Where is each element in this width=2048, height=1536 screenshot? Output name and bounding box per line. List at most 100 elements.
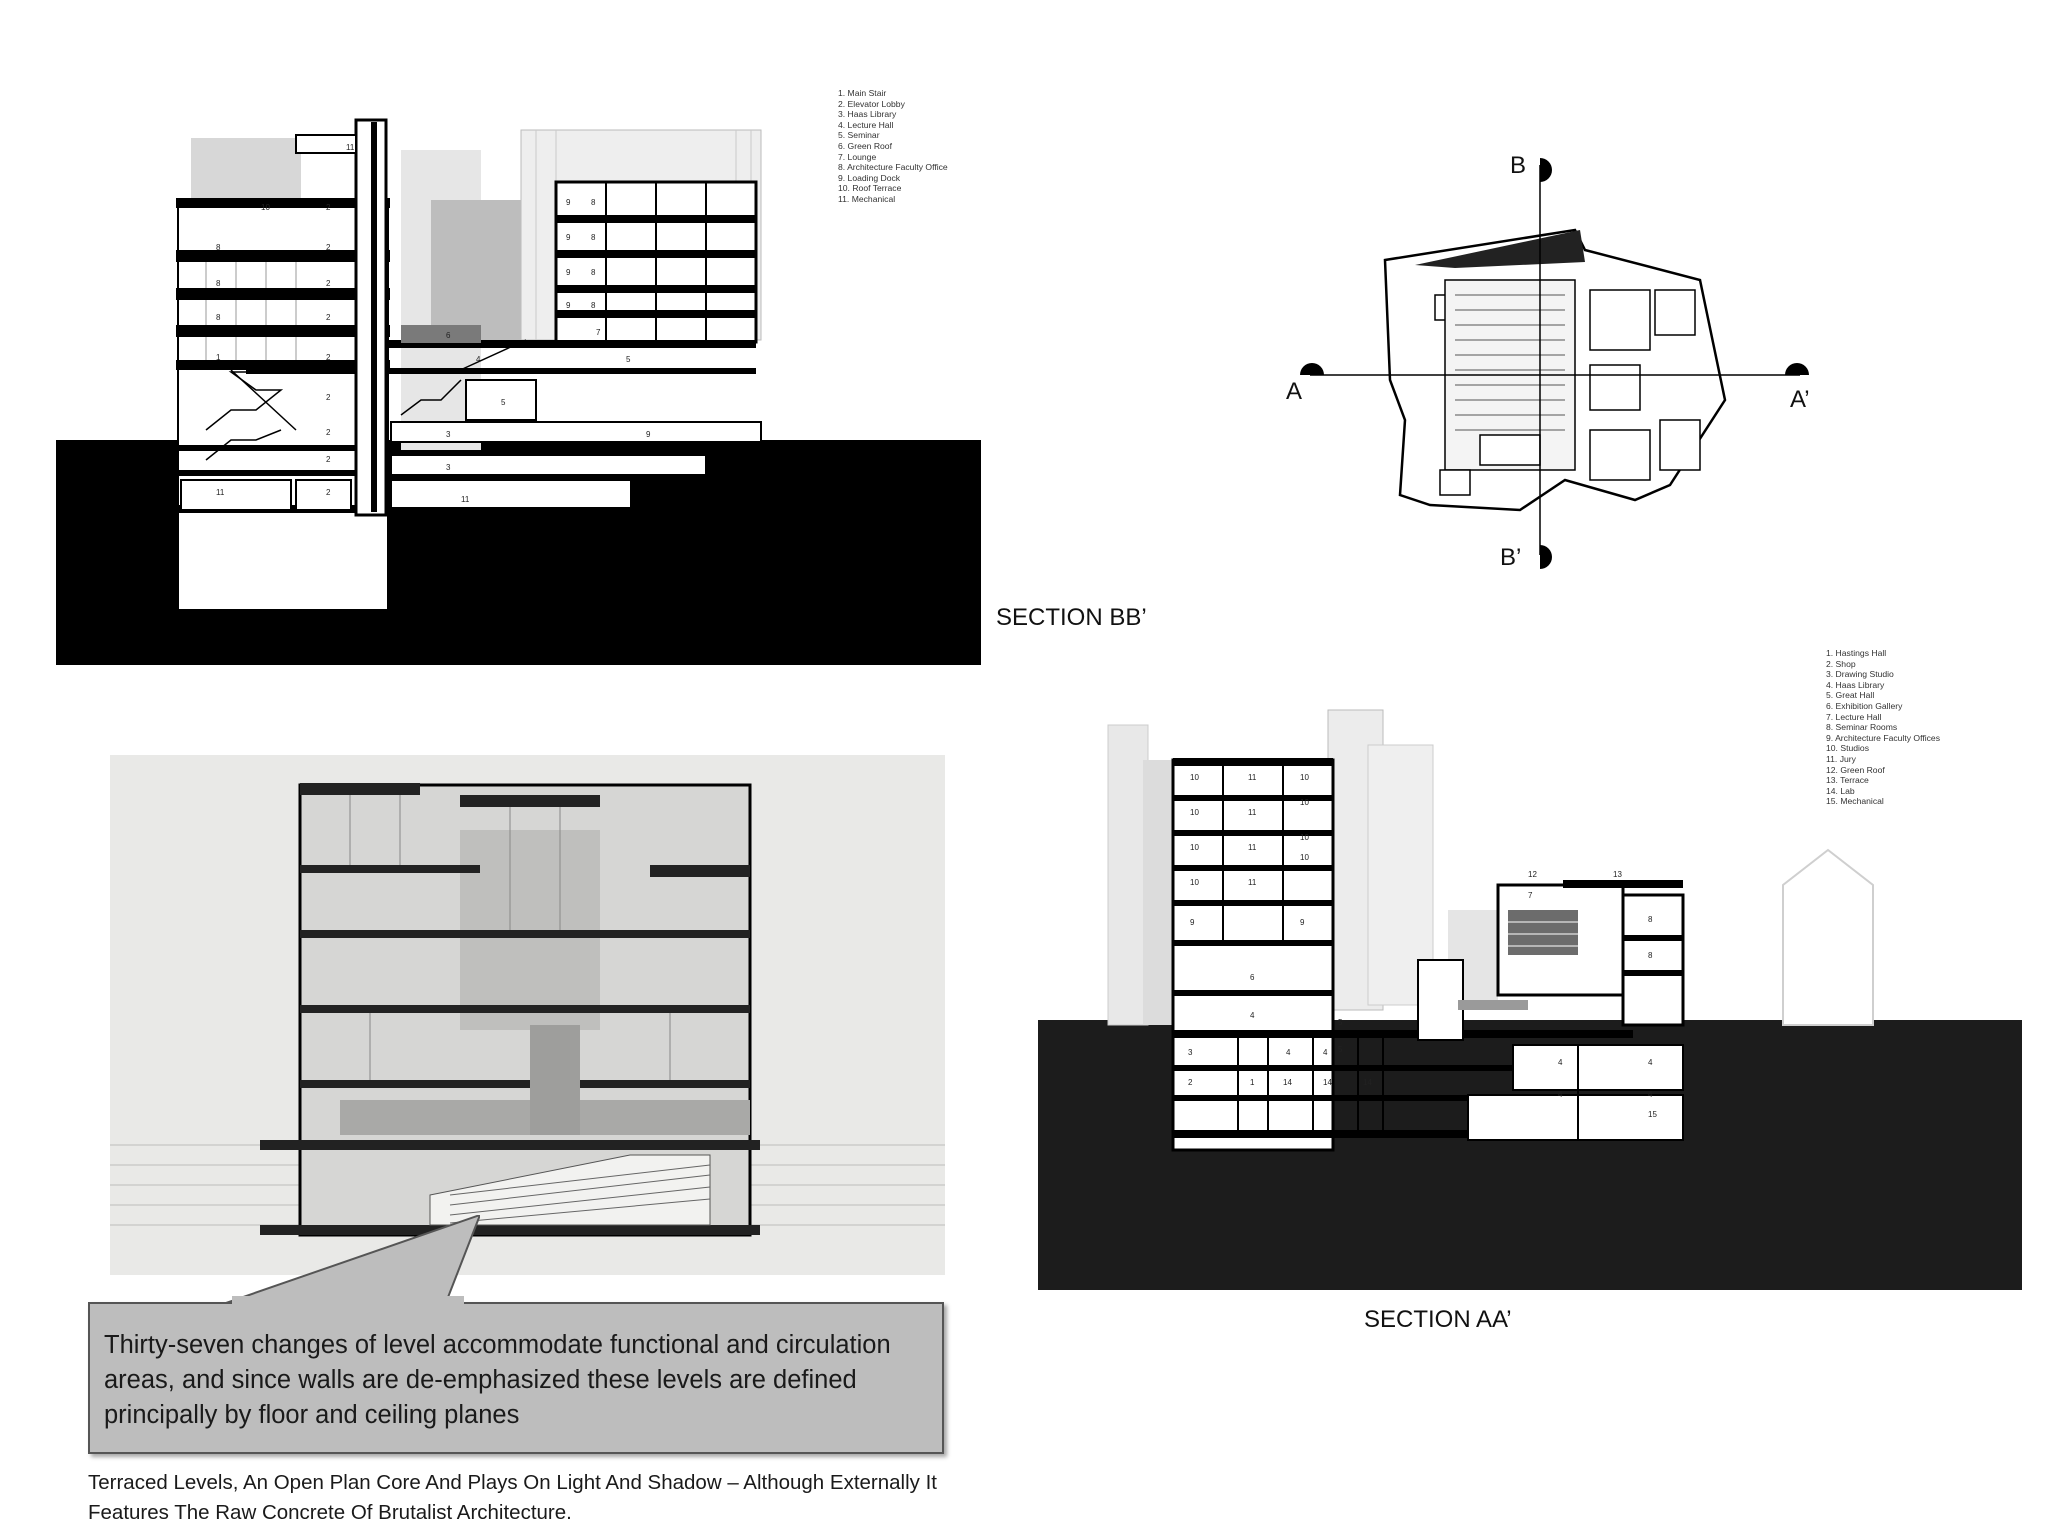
svg-text:10: 10 xyxy=(1190,878,1199,887)
svg-text:1: 1 xyxy=(1250,1078,1255,1087)
legend-item: 3. Haas Library xyxy=(838,109,897,120)
svg-text:8: 8 xyxy=(591,301,596,310)
perspective-section-drawing xyxy=(110,755,945,1275)
section-bb-title: SECTION BB’ xyxy=(996,604,1147,631)
legend-item: 9. Architecture Faculty Offices xyxy=(1826,732,1940,743)
svg-text:7: 7 xyxy=(596,328,601,337)
svg-text:9: 9 xyxy=(566,268,571,277)
svg-text:10: 10 xyxy=(1190,843,1199,852)
legend-item: 3. Drawing Studio xyxy=(1826,669,1894,680)
legend-item: 15. Mechanical xyxy=(1826,796,1884,807)
svg-text:10: 10 xyxy=(1300,853,1309,862)
section-aa-legend: 1. Hastings Hall 2. Shop 3. Drawing Stud… xyxy=(1826,648,1940,807)
plan-marker-b-prime: B’ xyxy=(1500,544,1522,571)
legend-item: 13. Terrace xyxy=(1826,775,1869,786)
footer-caption: Terraced Levels, An Open Plan Core And P… xyxy=(88,1471,937,1524)
svg-text:6: 6 xyxy=(1250,973,1255,982)
legend-item: 1. Main Stair xyxy=(838,88,887,98)
svg-text:9: 9 xyxy=(646,430,651,439)
svg-text:11: 11 xyxy=(1248,808,1257,817)
svg-text:8: 8 xyxy=(1648,915,1653,924)
svg-text:11: 11 xyxy=(1248,878,1257,887)
svg-text:7: 7 xyxy=(1528,891,1533,900)
svg-text:5: 5 xyxy=(501,398,506,407)
legend-item: 7. Lecture Hall xyxy=(1826,711,1882,722)
svg-text:15: 15 xyxy=(1648,1110,1657,1119)
svg-text:2: 2 xyxy=(326,203,331,212)
legend-item: 10. Roof Terrace xyxy=(838,183,902,194)
svg-text:13: 13 xyxy=(1613,870,1622,879)
svg-text:10: 10 xyxy=(1300,798,1309,807)
svg-text:11: 11 xyxy=(216,488,225,497)
svg-text:4: 4 xyxy=(476,355,481,364)
floor-plan-drawing xyxy=(1300,158,1809,569)
svg-text:9: 9 xyxy=(1190,918,1195,927)
legend-item: 1. Hastings Hall xyxy=(1826,648,1887,658)
svg-text:5: 5 xyxy=(1338,1018,1343,1027)
svg-text:9: 9 xyxy=(566,301,571,310)
legend-item: 5. Great Hall xyxy=(1826,690,1875,701)
svg-text:12: 12 xyxy=(1528,870,1537,879)
svg-text:5: 5 xyxy=(1338,1045,1343,1054)
svg-text:3: 3 xyxy=(446,463,451,472)
svg-text:11: 11 xyxy=(1248,843,1257,852)
svg-text:8: 8 xyxy=(216,243,221,252)
section-bb-legend: 1. Main Stair 2. Elevator Lobby 3. Haas … xyxy=(838,88,948,205)
legend-item: 6. Exhibition Gallery xyxy=(1826,700,1903,711)
plan-marker-a: A xyxy=(1286,378,1303,405)
svg-text:10: 10 xyxy=(1300,773,1309,782)
svg-text:3: 3 xyxy=(1188,1048,1193,1057)
callout-pointer xyxy=(220,1215,480,1306)
svg-text:10: 10 xyxy=(1190,808,1199,817)
svg-text:8: 8 xyxy=(216,313,221,322)
section-aa-title: SECTION AA’ xyxy=(1364,1306,1512,1333)
plan-marker-b: B xyxy=(1510,152,1527,179)
svg-text:4: 4 xyxy=(1648,1058,1653,1067)
svg-text:4: 4 xyxy=(1286,1048,1291,1057)
legend-item: 2. Shop xyxy=(1826,658,1856,669)
svg-text:2: 2 xyxy=(326,455,331,464)
svg-text:4: 4 xyxy=(1250,1011,1255,1020)
legend-item: 8. Architecture Faculty Office xyxy=(838,162,948,173)
svg-text:2: 2 xyxy=(326,353,331,362)
svg-text:9: 9 xyxy=(566,198,571,207)
svg-text:8: 8 xyxy=(591,198,596,207)
svg-text:2: 2 xyxy=(1188,1078,1193,1087)
svg-text:11: 11 xyxy=(346,143,355,152)
svg-text:8: 8 xyxy=(591,233,596,242)
svg-text:2: 2 xyxy=(326,243,331,252)
svg-text:8: 8 xyxy=(1648,951,1653,960)
legend-item: 7. Lounge xyxy=(838,151,877,162)
svg-text:2: 2 xyxy=(326,313,331,322)
svg-text:3: 3 xyxy=(446,430,451,439)
svg-text:5: 5 xyxy=(626,355,631,364)
svg-text:14: 14 xyxy=(1323,1078,1332,1087)
svg-text:2: 2 xyxy=(326,393,331,402)
legend-item: 10. Studios xyxy=(1826,743,1869,754)
legend-item: 2. Elevator Lobby xyxy=(838,98,905,109)
svg-text:9: 9 xyxy=(566,233,571,242)
svg-text:4: 4 xyxy=(1648,1090,1653,1099)
svg-text:8: 8 xyxy=(216,279,221,288)
plan-marker-a-prime: A’ xyxy=(1790,386,1810,413)
legend-item: 5. Seminar xyxy=(838,130,880,141)
svg-text:10: 10 xyxy=(1300,833,1309,842)
legend-item: 8. Seminar Rooms xyxy=(1826,722,1898,733)
svg-text:1: 1 xyxy=(216,353,221,362)
svg-text:2: 2 xyxy=(326,279,331,288)
svg-text:14: 14 xyxy=(1363,1078,1372,1087)
legend-item: 14. Lab xyxy=(1826,785,1855,796)
svg-text:4: 4 xyxy=(1558,1090,1563,1099)
legend-item: 12. Green Roof xyxy=(1826,764,1885,775)
legend-item: 4. Lecture Hall xyxy=(838,119,894,130)
svg-text:11: 11 xyxy=(1248,773,1257,782)
svg-text:6: 6 xyxy=(446,331,451,340)
legend-item: 9. Loading Dock xyxy=(838,172,901,183)
svg-text:14: 14 xyxy=(1283,1078,1292,1087)
svg-text:2: 2 xyxy=(326,428,331,437)
svg-text:4: 4 xyxy=(1558,1058,1563,1067)
legend-item: 11. Mechanical xyxy=(838,193,896,204)
legend-item: 6. Green Roof xyxy=(838,140,892,151)
